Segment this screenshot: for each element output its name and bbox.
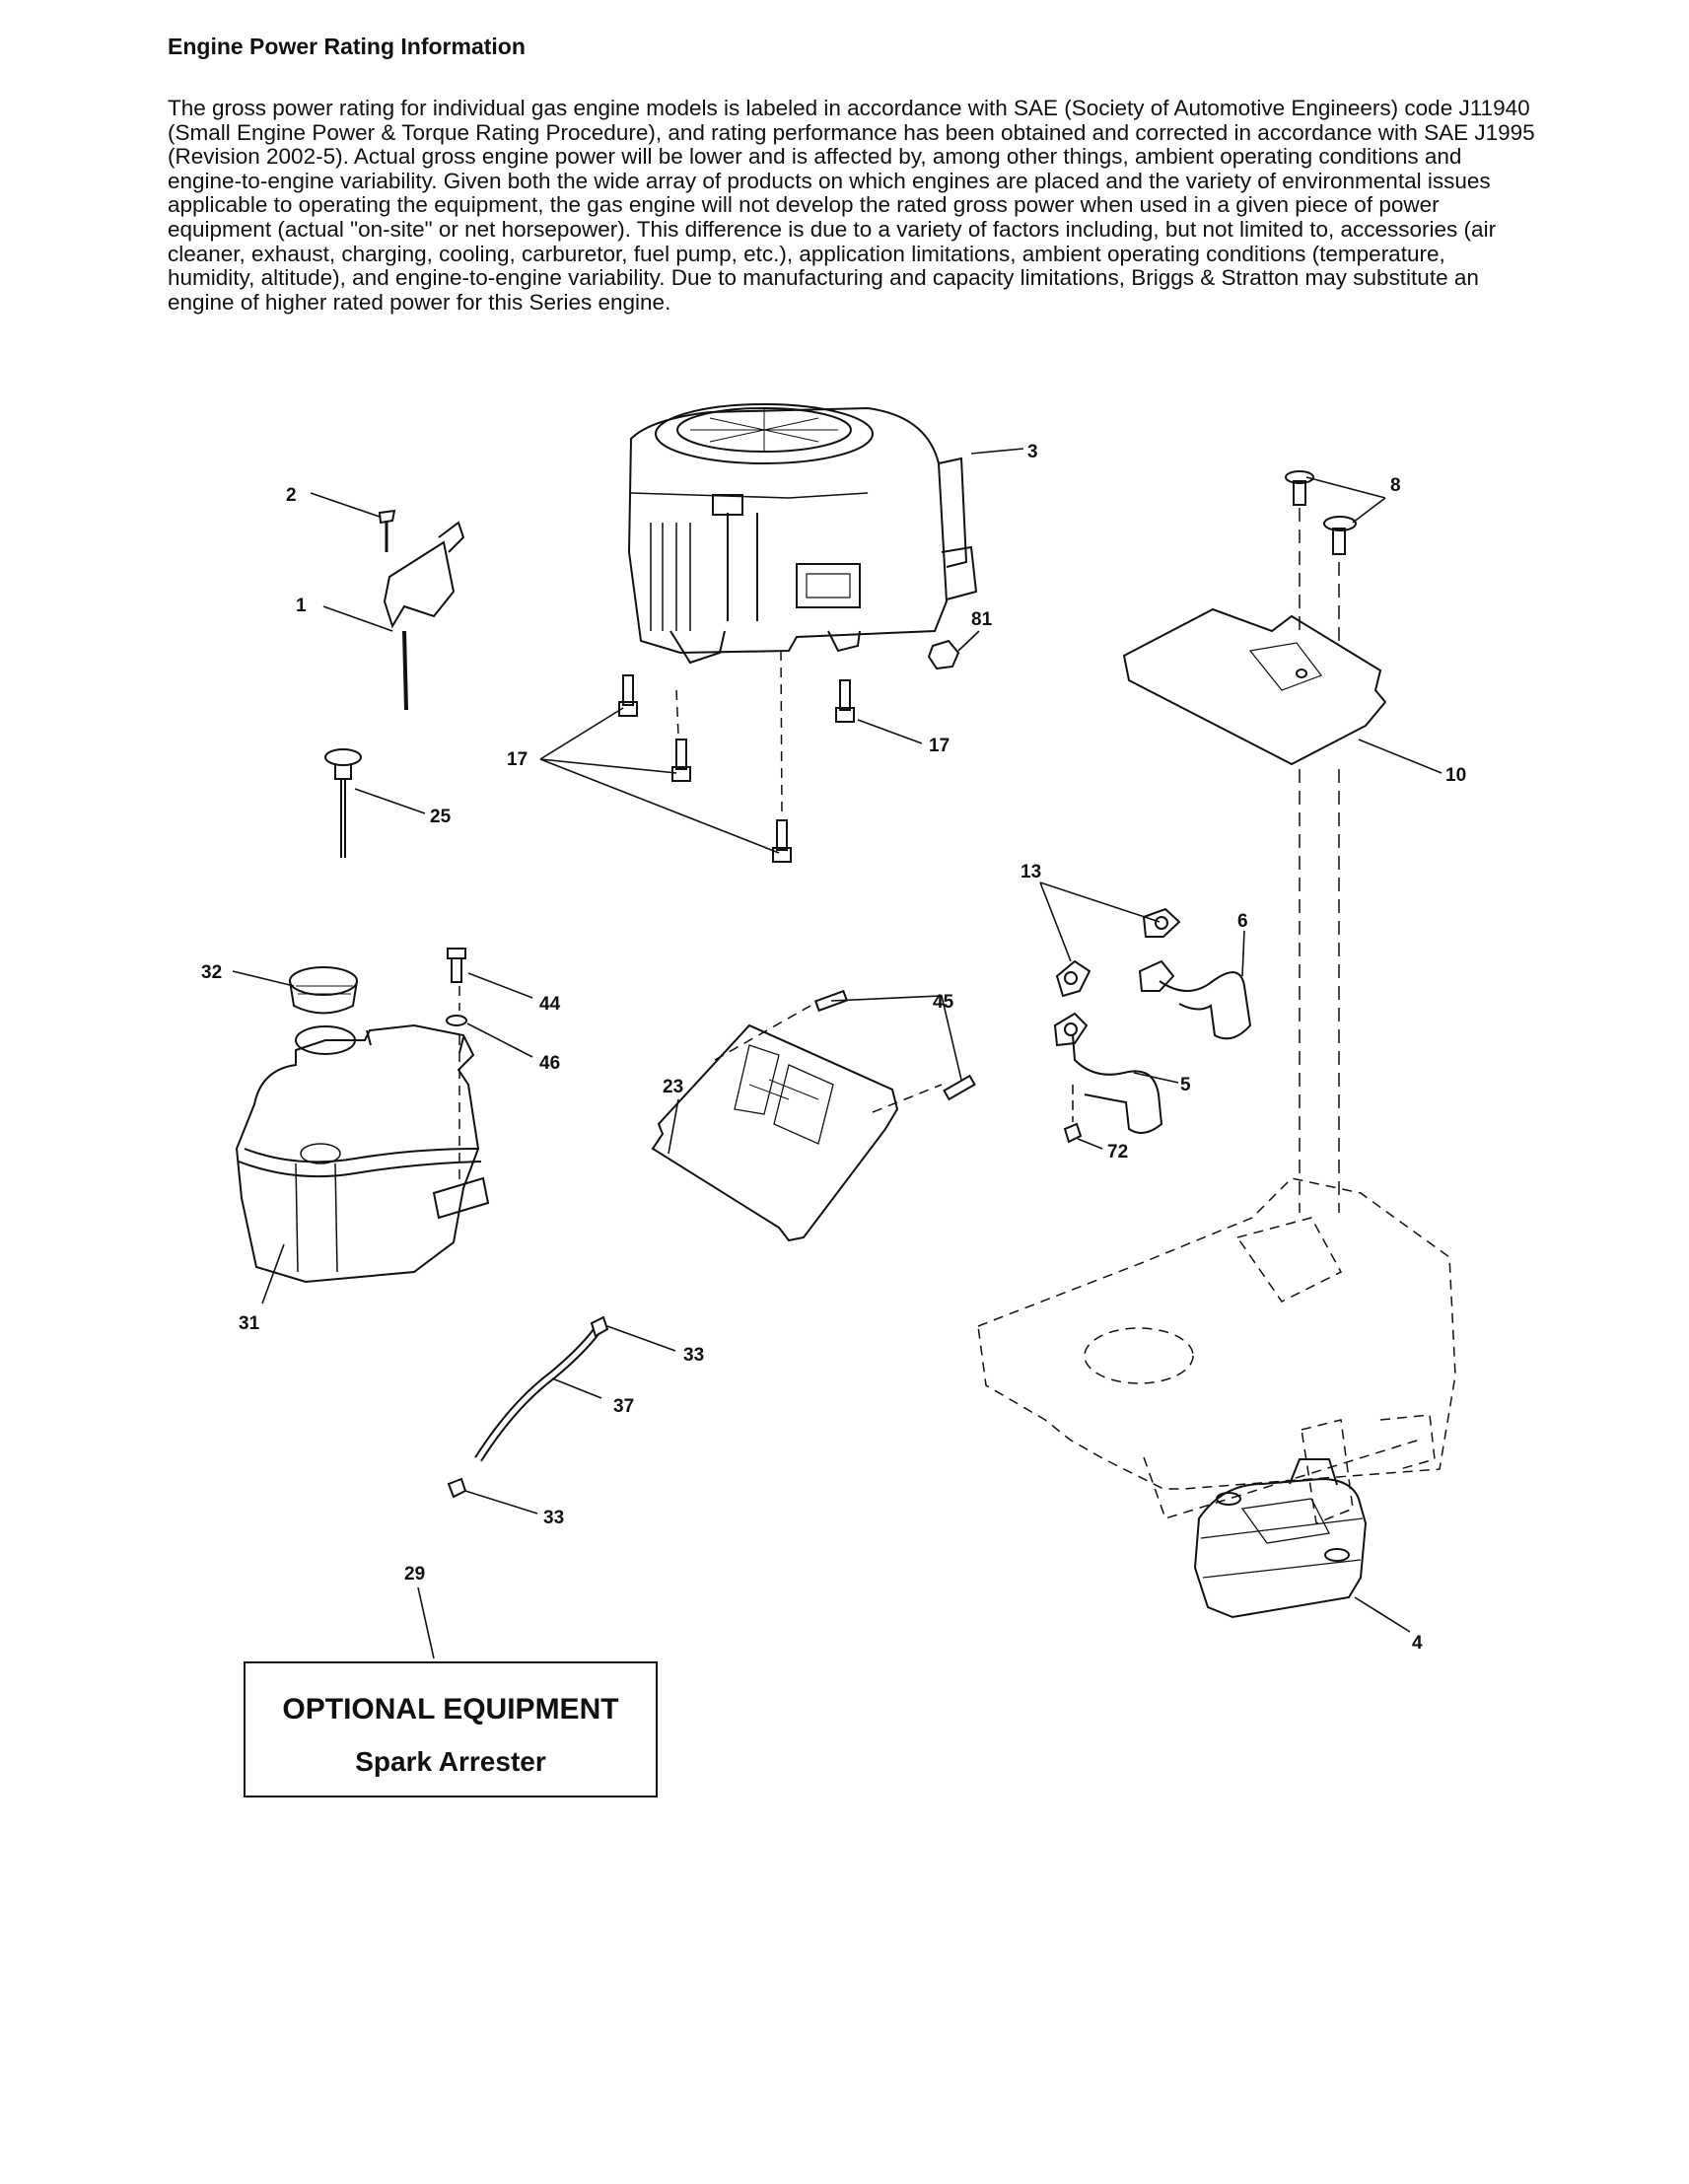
callout-17-right: 17 xyxy=(929,736,950,756)
callout-45: 45 xyxy=(933,992,954,1013)
callout-72: 72 xyxy=(1107,1142,1128,1162)
muffler-drawing xyxy=(1193,1458,1368,1619)
callout-17-left: 17 xyxy=(507,749,528,770)
choke-cable-drawing xyxy=(324,748,362,858)
callout-10: 10 xyxy=(1445,765,1466,786)
callout-13: 13 xyxy=(1020,862,1041,882)
callout-32: 32 xyxy=(201,962,222,983)
optional-equipment-title: OPTIONAL EQUIPMENT xyxy=(282,1693,619,1726)
throttle-control-drawing xyxy=(378,509,465,711)
callout-25: 25 xyxy=(430,807,452,827)
callout-23: 23 xyxy=(663,1077,683,1097)
fuel-line-drawing xyxy=(447,1315,609,1499)
page-title: Engine Power Rating Information xyxy=(168,34,526,59)
engine-drawing xyxy=(627,403,978,665)
callout-2: 2 xyxy=(286,485,297,506)
callout-46: 46 xyxy=(539,1053,560,1074)
callout-6: 6 xyxy=(1237,911,1248,932)
deflector-drawing xyxy=(651,989,976,1242)
callout-4: 4 xyxy=(1412,1633,1423,1654)
callout-8: 8 xyxy=(1390,475,1401,496)
callout-3: 3 xyxy=(1027,442,1038,462)
callout-37: 37 xyxy=(613,1396,634,1417)
callout-44: 44 xyxy=(539,994,561,1015)
nut-drawing xyxy=(927,639,960,670)
callout-leader-lines xyxy=(232,448,1443,1659)
callout-5: 5 xyxy=(1180,1075,1191,1095)
callout-numbers: 1 2 3 4 5 6 8 10 13 17 17 23 25 29 31 32… xyxy=(201,442,1466,1654)
power-rating-paragraph: The gross power rating for individual ga… xyxy=(168,96,1535,315)
callout-81: 81 xyxy=(971,609,993,630)
callout-33-bottom: 33 xyxy=(543,1508,564,1528)
mounting-bolts-drawing xyxy=(618,650,855,863)
optional-equipment-box: OPTIONAL EQUIPMENT Spark Arrester xyxy=(244,1661,658,1797)
callout-31: 31 xyxy=(239,1313,260,1334)
optional-equipment-item: Spark Arrester xyxy=(355,1746,546,1777)
callout-29: 29 xyxy=(404,1564,425,1585)
callout-1: 1 xyxy=(296,596,307,616)
fuel-tank-drawing xyxy=(235,948,490,1284)
callout-33-top: 33 xyxy=(683,1345,704,1366)
heat-shield-drawing xyxy=(1122,470,1387,1213)
chassis-frame-drawing xyxy=(977,1177,1456,1525)
exhaust-pipes-drawing xyxy=(1053,907,1252,1144)
